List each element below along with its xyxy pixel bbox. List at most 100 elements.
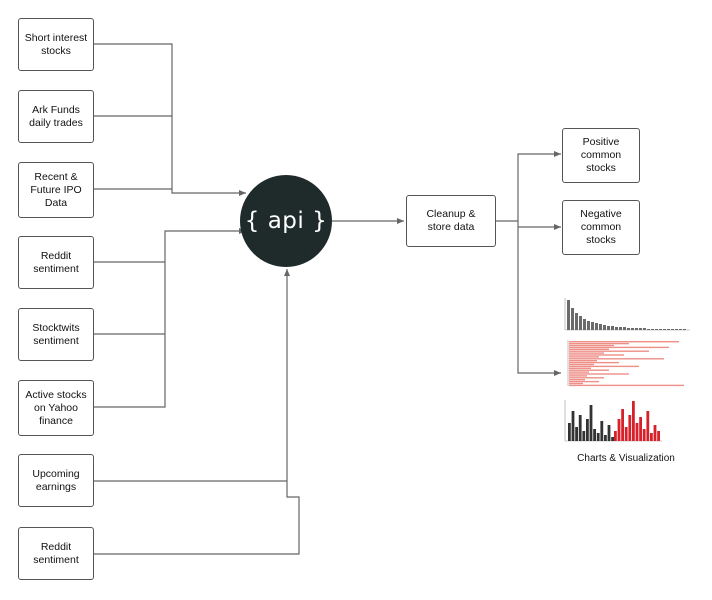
thumb-bar [591, 322, 594, 330]
thumb-bar [643, 328, 646, 330]
edge-process-to-positive [496, 151, 561, 222]
charts-caption: Charts & Visualization [577, 453, 675, 464]
thumb-hbar [569, 342, 629, 345]
thumb-hbar [569, 373, 629, 375]
thumb-bar [631, 328, 634, 330]
thumb-bar [595, 323, 598, 330]
edge-reddit-1 [94, 228, 246, 263]
thumb-bar [679, 329, 682, 330]
edge-short-interest [94, 43, 246, 196]
thumb-bar-dark [593, 429, 596, 441]
thumb-bar-red [628, 415, 632, 441]
thumb-bar-red [639, 417, 642, 441]
cleanup-store-node: Cleanup & store data [406, 195, 496, 247]
thumb-bar [623, 327, 626, 330]
thumb-hbar [569, 377, 604, 379]
thumb-bar-dark [578, 415, 582, 441]
thumb-hbar [569, 358, 664, 360]
output-positive-stocks: Positive common stocks [562, 128, 640, 183]
thumb-bar [671, 329, 674, 330]
thumb-bar [667, 329, 670, 330]
thumb-hbar [569, 352, 604, 354]
thumb-hbar [569, 363, 594, 366]
edge-reddit-2 [94, 269, 300, 555]
api-hub: { api } [240, 175, 332, 267]
thumb-bar-dark [589, 405, 593, 441]
thumb-hbar [569, 344, 614, 347]
thumb-hbar [569, 350, 649, 352]
thumb-bar [683, 329, 686, 330]
thumb-bar [639, 328, 642, 330]
thumb-bar [583, 319, 586, 330]
thumb-bar [615, 327, 618, 330]
source-ark-funds: Ark Funds daily trades [18, 90, 94, 143]
source-short-interest: Short interest stocks [18, 18, 94, 71]
thumb-bar-red [642, 429, 646, 441]
source-reddit-sentiment-2: Reddit sentiment [18, 527, 94, 580]
thumb-bar-red [621, 409, 624, 441]
thumb-hbar [569, 360, 597, 362]
thumb-bar-dark [582, 431, 586, 441]
thumb-hbar [569, 384, 684, 387]
thumb-bar-dark [575, 427, 578, 441]
thumb-bar-red [635, 423, 639, 441]
thumb-hbar [569, 354, 624, 356]
thumb-hbar [569, 348, 609, 350]
thumb-hbar [569, 341, 679, 343]
thumb-bar [635, 328, 638, 330]
thumb-hbar [569, 361, 619, 364]
thumb-bar [655, 329, 658, 330]
thumbnail-bar-chart-red [564, 400, 662, 442]
thumb-hbar [569, 371, 589, 373]
thumb-bar [567, 300, 570, 330]
thumb-bar-dark [611, 437, 614, 441]
source-active-stocks-yahoo: Active stocks on Yahoo finance [18, 380, 94, 436]
thumb-bar [607, 326, 610, 330]
thumb-bar-dark [596, 433, 600, 441]
thumb-hbar [569, 379, 585, 381]
thumb-hbar [569, 380, 599, 383]
thumb-hbar [569, 365, 639, 368]
thumb-bar-red [617, 419, 621, 441]
thumb-bar-dark [600, 421, 604, 441]
thumb-bar-red [632, 401, 635, 441]
edge-process-to-charts [517, 227, 561, 376]
edge-active-yahoo [94, 262, 166, 408]
thumb-bar [627, 328, 630, 330]
source-reddit-sentiment: Reddit sentiment [18, 236, 94, 289]
thumb-bar-dark [571, 411, 575, 441]
thumb-hbar [569, 382, 583, 385]
thumb-bar-red [657, 431, 660, 441]
thumb-bar [611, 326, 614, 330]
thumb-bar [587, 321, 590, 330]
thumb-bar [579, 316, 582, 330]
thumb-bar [675, 329, 678, 330]
thumb-bar [603, 325, 606, 330]
thumb-hbar [569, 375, 587, 377]
thumb-bar-red [646, 411, 650, 441]
thumb-bar-dark [604, 435, 607, 441]
thumb-bar-dark [607, 425, 611, 441]
source-stocktwits-sentiment: Stocktwits sentiment [18, 308, 94, 361]
thumb-bar-red [650, 433, 653, 441]
thumb-hbar [569, 369, 609, 371]
thumb-bar-dark [586, 419, 589, 441]
output-negative-stocks: Negative common stocks [562, 200, 640, 255]
thumb-hbar [569, 356, 599, 358]
thumb-bar [571, 308, 574, 330]
thumb-bar [619, 327, 622, 330]
thumb-hbar [569, 346, 669, 349]
thumb-bar-red [624, 427, 628, 441]
thumbnail-bar-chart-gray [564, 298, 690, 331]
thumb-bar [599, 324, 602, 330]
thumb-bar [663, 329, 666, 330]
source-ipo-data: Recent & Future IPO Data [18, 162, 94, 218]
thumb-bar [651, 329, 654, 330]
thumb-bar [575, 313, 578, 330]
thumb-bar-dark [568, 423, 571, 441]
source-upcoming-earnings: Upcoming earnings [18, 454, 94, 507]
thumb-bar [659, 329, 662, 330]
